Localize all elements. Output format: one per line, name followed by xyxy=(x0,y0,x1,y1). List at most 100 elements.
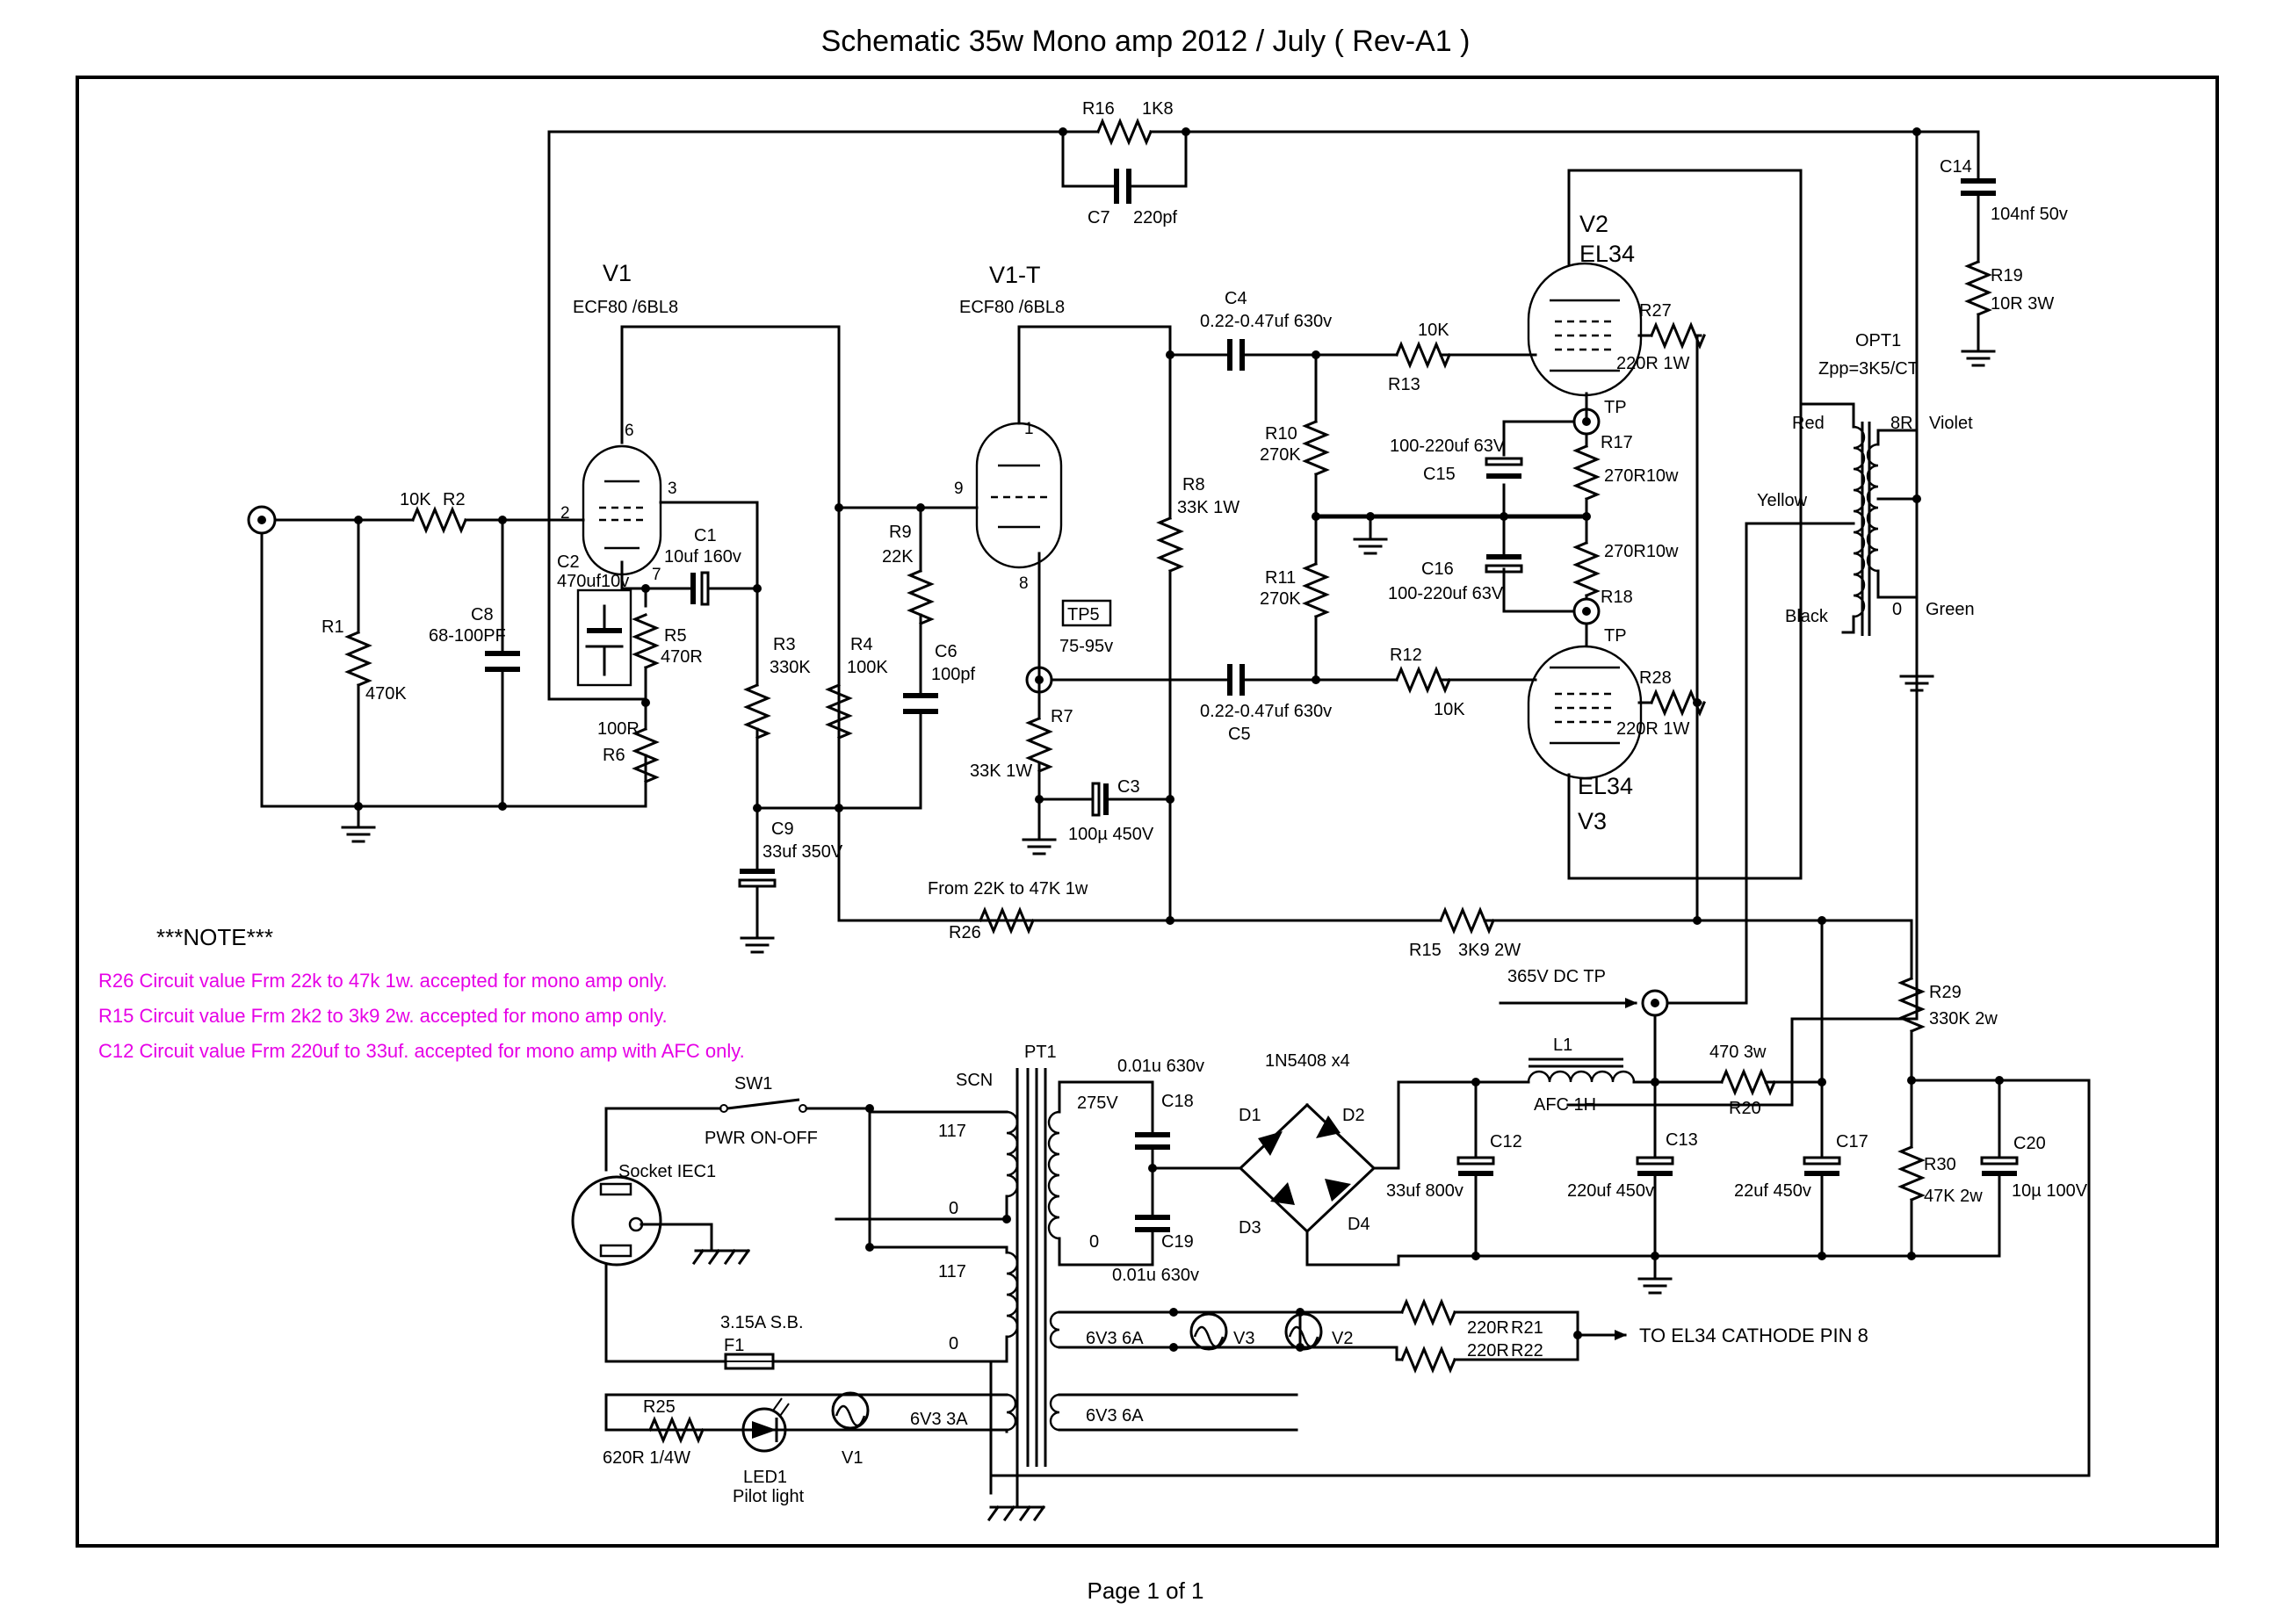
resistor-r9 xyxy=(907,569,935,625)
c5-label: C5 xyxy=(1228,725,1251,744)
junction-dot xyxy=(1166,795,1174,804)
c5-value: 0.22-0.47uf 630v xyxy=(1200,702,1332,721)
r28-value: 220R 1W xyxy=(1616,719,1689,739)
pt1-label: PT1 xyxy=(1024,1043,1057,1062)
hv-secondary-label: 275V xyxy=(1077,1093,1118,1113)
junction-dot xyxy=(835,503,843,512)
v3-name: EL34 xyxy=(1578,773,1633,799)
c7-value: 220pf xyxy=(1133,208,1177,227)
diode-d3 xyxy=(1270,1182,1295,1205)
tp-bottom-label: TP xyxy=(1604,626,1627,646)
filament-v2-label: V2 xyxy=(1332,1329,1353,1348)
c18-value: 0.01u 630v xyxy=(1117,1057,1204,1076)
r27-label: R27 xyxy=(1639,301,1672,321)
iec-socket[interactable] xyxy=(571,1175,662,1267)
r11-label: R11 xyxy=(1265,568,1296,588)
resistor-r30 xyxy=(1897,1145,1926,1202)
transformer-pt1 xyxy=(1006,1068,1060,1493)
v1-pin3: 3 xyxy=(668,480,677,498)
power-switch-sw1[interactable] xyxy=(719,1098,807,1113)
r29-label: R29 xyxy=(1929,983,1962,1002)
r7-label: R7 xyxy=(1051,707,1073,726)
note-line-1: R26 Circuit value Frm 22k to 47k 1w. acc… xyxy=(98,970,668,992)
r21-label: R21 xyxy=(1511,1318,1543,1338)
v2-type: EL34 xyxy=(1579,241,1635,267)
v1-name: V1 xyxy=(603,260,632,286)
resistor-r28 xyxy=(1650,689,1706,717)
capacitor-c9 xyxy=(738,869,777,888)
r18-label: R18 xyxy=(1601,588,1633,607)
c8-label: C8 xyxy=(471,605,494,624)
r4-value: 100K xyxy=(847,658,888,677)
note-line-3: C12 Circuit value Frm 220uf to 33uf. acc… xyxy=(98,1040,745,1062)
primary-0b: 0 xyxy=(949,1334,958,1353)
v1-pin2: 2 xyxy=(560,504,570,523)
r9-value: 22K xyxy=(882,547,914,567)
c2-label: C2 xyxy=(557,552,580,572)
fuse-f1 xyxy=(724,1353,775,1370)
v2-name: V2 xyxy=(1579,211,1608,237)
capacitor-c17 xyxy=(1803,1156,1841,1176)
tube-v2 xyxy=(1527,262,1643,397)
input-jack[interactable] xyxy=(247,505,277,535)
resistor-r10 xyxy=(1302,420,1330,476)
r11-value: 270K xyxy=(1260,589,1301,609)
resistor-r5 xyxy=(632,613,660,669)
d3-label: D3 xyxy=(1239,1218,1261,1238)
capacitor-c1 xyxy=(690,571,710,606)
c13-label: C13 xyxy=(1666,1130,1698,1150)
tp-bottom-point[interactable] xyxy=(1572,597,1601,625)
primary-117a: 117 xyxy=(938,1122,966,1141)
chassis-ground xyxy=(987,1505,1046,1522)
resistor-r2 xyxy=(411,506,467,534)
r3-label: R3 xyxy=(773,635,796,654)
c16-value: 100-220uf 63V xyxy=(1388,584,1504,603)
mains-neutral-wire xyxy=(604,1263,727,1363)
resistor-r12 xyxy=(1395,666,1451,694)
c17-label: C17 xyxy=(1836,1132,1868,1151)
junction-dot xyxy=(1002,1215,1011,1223)
r15-label: R15 xyxy=(1409,941,1442,960)
r1-label: R1 xyxy=(322,617,344,637)
resistor-r21 xyxy=(1400,1298,1456,1326)
dc-test-point[interactable] xyxy=(1641,989,1669,1017)
capacitor-c13 xyxy=(1636,1156,1674,1176)
schematic-frame xyxy=(76,76,2219,1548)
junction-dot xyxy=(1182,127,1190,136)
r16-value: 1K8 xyxy=(1142,99,1174,119)
junction-dot xyxy=(498,802,507,811)
c3-label: C3 xyxy=(1117,777,1140,797)
tube-v3 xyxy=(1527,645,1643,780)
r10-value: 270K xyxy=(1260,445,1301,465)
ground-symbol xyxy=(341,805,376,843)
v1-pin6: 6 xyxy=(625,422,634,440)
c16-label: C16 xyxy=(1421,559,1454,579)
diode-d4 xyxy=(1325,1179,1351,1202)
opt-black-label: Black xyxy=(1785,607,1829,626)
scn-label: SCN xyxy=(956,1071,993,1090)
r9-label: R9 xyxy=(889,523,912,542)
page-title: Schematic 35w Mono amp 2012 / July ( Rev… xyxy=(821,25,1471,58)
resistor-r18 xyxy=(1572,541,1601,597)
c6-value: 100pf xyxy=(931,665,975,684)
opt1-label: OPT1 xyxy=(1855,331,1901,350)
r12-value: 10K xyxy=(1434,700,1465,719)
junction-dot xyxy=(1573,1331,1582,1339)
heater-6v3-6a-main: 6V3 6A xyxy=(1086,1329,1144,1348)
r20-label: R20 xyxy=(1729,1099,1761,1118)
d4-label: D4 xyxy=(1348,1215,1370,1234)
capacitor-c6 xyxy=(903,693,938,714)
r22-value: 220R xyxy=(1467,1341,1509,1361)
led1-value: Pilot light xyxy=(733,1487,805,1506)
diode-d2 xyxy=(1316,1115,1341,1138)
ht-right-wire xyxy=(1695,919,1913,1084)
resistor-r17 xyxy=(1572,444,1601,501)
r2-value: 10K xyxy=(400,490,431,509)
c6-label: C6 xyxy=(935,642,958,661)
pt-ground-wire xyxy=(989,1474,1019,1509)
ground-symbol xyxy=(740,929,775,954)
v1-plate-wire xyxy=(620,325,841,808)
r16-label: R16 xyxy=(1082,99,1115,119)
r8-value: 33K 1W xyxy=(1177,498,1239,517)
